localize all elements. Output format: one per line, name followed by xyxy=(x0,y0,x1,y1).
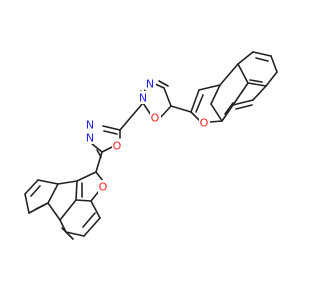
bond xyxy=(119,102,144,131)
bond xyxy=(210,84,221,105)
bond xyxy=(59,199,77,221)
bond xyxy=(76,171,97,182)
label-background xyxy=(98,180,109,193)
bond xyxy=(83,217,101,237)
bond xyxy=(209,120,223,123)
nitrogen-atom: N xyxy=(86,132,94,145)
bond xyxy=(75,180,78,201)
label-background xyxy=(84,118,95,131)
bond xyxy=(57,180,78,185)
bond xyxy=(90,190,100,202)
bond xyxy=(24,193,30,214)
bond-double xyxy=(61,227,74,240)
bond xyxy=(160,105,172,118)
bond xyxy=(37,179,59,185)
bond xyxy=(237,63,249,84)
label-background xyxy=(112,139,123,152)
bond xyxy=(102,125,121,131)
bond-double xyxy=(158,80,169,87)
bond xyxy=(90,142,103,153)
bond xyxy=(221,104,234,122)
bond xyxy=(265,71,278,87)
bond xyxy=(24,179,39,195)
bond-double xyxy=(249,79,263,83)
label-background xyxy=(199,116,210,129)
oxygen-atom: O xyxy=(113,140,122,153)
bond-double xyxy=(35,203,47,210)
bond xyxy=(232,99,254,106)
bond-double xyxy=(195,94,204,113)
bond-double xyxy=(224,102,234,115)
bond xyxy=(75,199,92,202)
bond xyxy=(65,231,85,237)
bonds xyxy=(24,51,278,240)
oxygen-atom: O xyxy=(200,117,209,130)
bond xyxy=(237,51,254,65)
bond xyxy=(252,51,272,57)
bond xyxy=(170,105,192,113)
bond xyxy=(232,82,249,106)
nitrogen-atom: N xyxy=(146,78,154,91)
bond-double xyxy=(255,57,269,62)
atom-labels: N N O O N N O O xyxy=(84,77,210,194)
bond xyxy=(95,151,103,173)
bond xyxy=(90,200,101,219)
bond-double xyxy=(235,104,253,110)
bond xyxy=(270,55,278,73)
oxygen-atom: O xyxy=(99,181,108,194)
bond-double xyxy=(30,185,41,197)
bond xyxy=(163,87,172,107)
bond-double xyxy=(82,212,96,228)
label-background xyxy=(145,77,156,90)
label-background xyxy=(84,131,95,144)
bond xyxy=(198,84,221,91)
nitrogen-atom: N xyxy=(86,119,94,132)
molecule-structure: N N O O N N O O xyxy=(24,51,278,240)
bond xyxy=(210,103,223,122)
bond xyxy=(47,183,59,204)
molecule-canvas: N N O O N N O O xyxy=(24,51,278,240)
bond xyxy=(190,111,201,122)
nitrogen-atom: N xyxy=(139,92,147,105)
bond-double xyxy=(103,130,118,135)
bond xyxy=(142,102,152,116)
bond xyxy=(95,171,104,182)
bond xyxy=(47,202,61,221)
bond xyxy=(101,146,113,153)
bond xyxy=(219,63,239,86)
bond xyxy=(252,85,267,101)
label-background xyxy=(138,91,149,104)
bond xyxy=(247,82,267,87)
bond xyxy=(190,89,200,113)
oxygen-atom: O xyxy=(151,112,160,125)
label-background xyxy=(150,112,161,125)
